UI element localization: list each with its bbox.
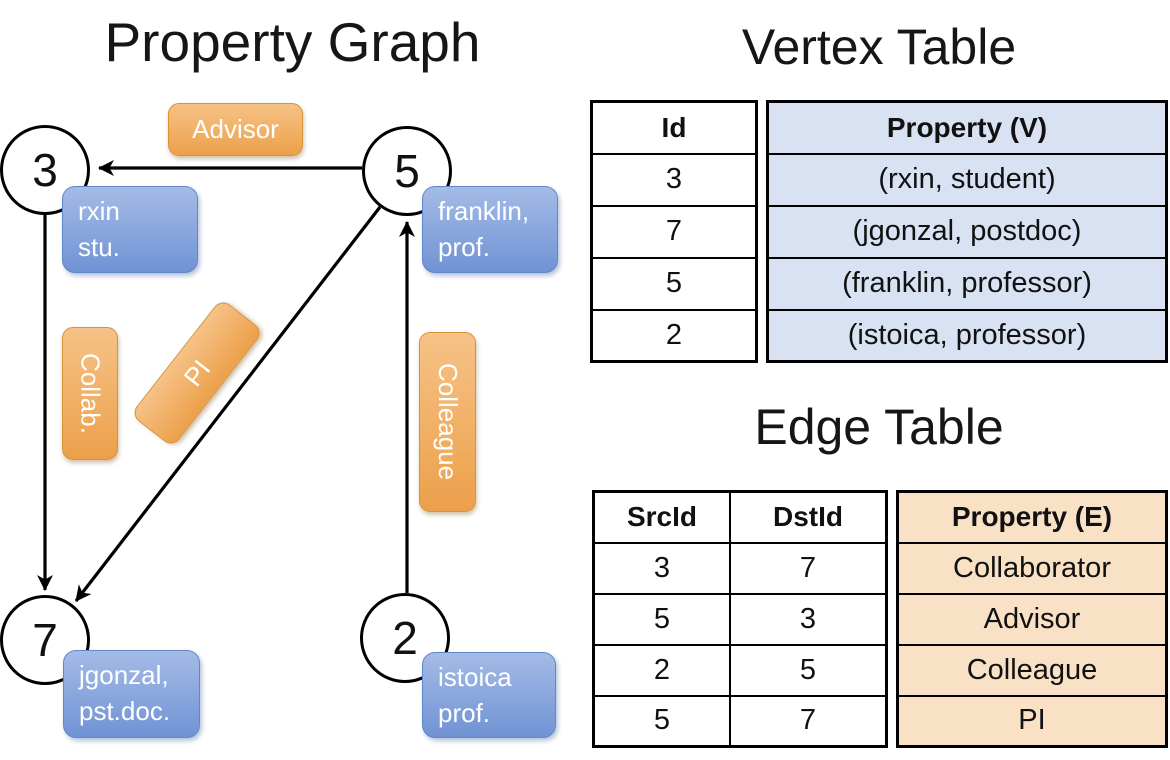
table-cell: Colleague (896, 643, 1168, 697)
vertex-property-line: franklin, (438, 196, 530, 226)
column-header: Property (V) (766, 100, 1168, 155)
graph-node-5: 5 (362, 126, 452, 216)
table-cell: 7 (729, 694, 888, 748)
table-cell: 7 (590, 204, 758, 259)
table-cell: 5 (592, 694, 731, 748)
node-id-label: 7 (32, 614, 58, 666)
edge-label-text: Collab. (75, 353, 106, 434)
table-cell: 3 (729, 592, 888, 646)
edge-table-property-column: Property (E) Collaborator Advisor Collea… (896, 490, 1168, 748)
table-cell: 7 (729, 541, 888, 595)
vertex-property-box-3: rxin stu. (62, 186, 198, 273)
table-cell: Advisor (896, 592, 1168, 646)
table-cell: 3 (592, 541, 731, 595)
graph-node-2: 2 (360, 593, 450, 683)
table-cell: 3 (590, 152, 758, 207)
column-header: SrcId (592, 490, 731, 544)
node-id-label: 2 (392, 612, 418, 664)
edge-label-colleague: Colleague (419, 332, 476, 512)
node-id-label: 3 (32, 144, 58, 196)
table-cell: (jgonzal, postdoc) (766, 204, 1168, 259)
edge-table-title: Edge Table (754, 399, 1004, 455)
table-cell: Collaborator (896, 541, 1168, 595)
vertex-property-line: stu. (78, 232, 120, 263)
graph-edges-layer (37, 160, 415, 602)
vertex-property-line: prof. (438, 232, 491, 263)
table-cell: 2 (590, 308, 758, 363)
vertex-table-property-column: Property (V) (rxin, student) (jgonzal, p… (766, 100, 1168, 363)
edge-pi-5-to-7 (74, 206, 382, 602)
vertex-property-line: rxin (78, 196, 120, 226)
vertex-property-line: istoica (438, 662, 512, 692)
column-header: Id (590, 100, 758, 155)
table-cell: 5 (592, 592, 731, 646)
table-cell: (istoica, professor) (766, 308, 1168, 363)
vertex-property-box-5: franklin, prof. (422, 186, 558, 273)
vertex-table-title: Vertex Table (741, 19, 1017, 75)
edge-label-text: Colleague (433, 363, 463, 481)
property-graph-title: Property Graph (104, 11, 481, 73)
vertex-property-box-2: istoica prof. (422, 652, 556, 738)
edge-label-text: Advisor (192, 114, 279, 144)
vertex-table-id-column: Id 3 7 5 2 (590, 100, 758, 363)
table-cell: (rxin, student) (766, 152, 1168, 207)
vertex-property-line: jgonzal, (79, 660, 169, 690)
table-cell: (franklin, professor) (766, 256, 1168, 311)
vertex-property-line: pst.doc. (79, 696, 171, 727)
node-id-label: 5 (394, 145, 420, 197)
table-cell: 5 (729, 643, 888, 697)
table-cell: 2 (592, 643, 731, 697)
edge-label-collab: Collab. (62, 327, 118, 460)
table-cell: PI (896, 694, 1168, 748)
edge-label-advisor: Advisor (168, 103, 303, 156)
edge-label-text: PI (177, 353, 216, 392)
column-header: Property (E) (896, 490, 1168, 544)
column-header: DstId (729, 490, 888, 544)
edge-table-id-columns: SrcId DstId 3 7 5 3 2 5 5 7 (592, 490, 888, 748)
vertex-property-box-7: jgonzal, pst.doc. (63, 650, 200, 738)
vertex-property-line: prof. (438, 698, 491, 729)
table-cell: 5 (590, 256, 758, 311)
